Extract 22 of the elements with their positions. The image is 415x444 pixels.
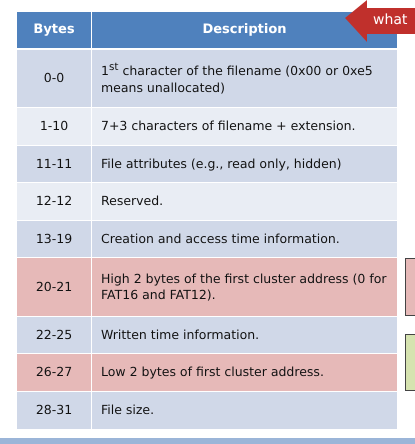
table-cell: 0-0: [17, 50, 91, 107]
table-cell: File attributes (e.g., read only, hidden): [92, 146, 397, 182]
table-cell: 11-11: [17, 146, 91, 182]
table-cell: High 2 bytes of the first cluster address (0 for FAT16 and FAT12).: [92, 258, 397, 316]
table-cell: 26-27: [17, 354, 91, 391]
table-cell: Reserved.: [92, 183, 397, 220]
table-cell: 1$^{st}$ character of the filename (0x00 or 0xe5 means unallocated): [92, 50, 397, 107]
table-cell: 12-12: [17, 183, 91, 220]
callout-text: what: [373, 12, 408, 28]
table-cell: Low 2 bytes of first cluster address.: [92, 354, 397, 391]
note-box: [405, 258, 415, 316]
table-cell: File size.: [92, 392, 397, 429]
note-box: [405, 334, 415, 391]
table-cell: 13-19: [17, 221, 91, 257]
column-header: Bytes: [17, 12, 91, 48]
table-cell: 20-21: [17, 258, 91, 316]
table-cell: 28-31: [17, 392, 91, 429]
table-cell: Creation and access time information.: [92, 221, 397, 257]
table-cell: Written time information.: [92, 317, 397, 353]
table-cell: 1-10: [17, 108, 91, 145]
table-cell: 22-25: [17, 317, 91, 353]
table-cell: 7+3 characters of filename + extension.: [92, 108, 397, 145]
